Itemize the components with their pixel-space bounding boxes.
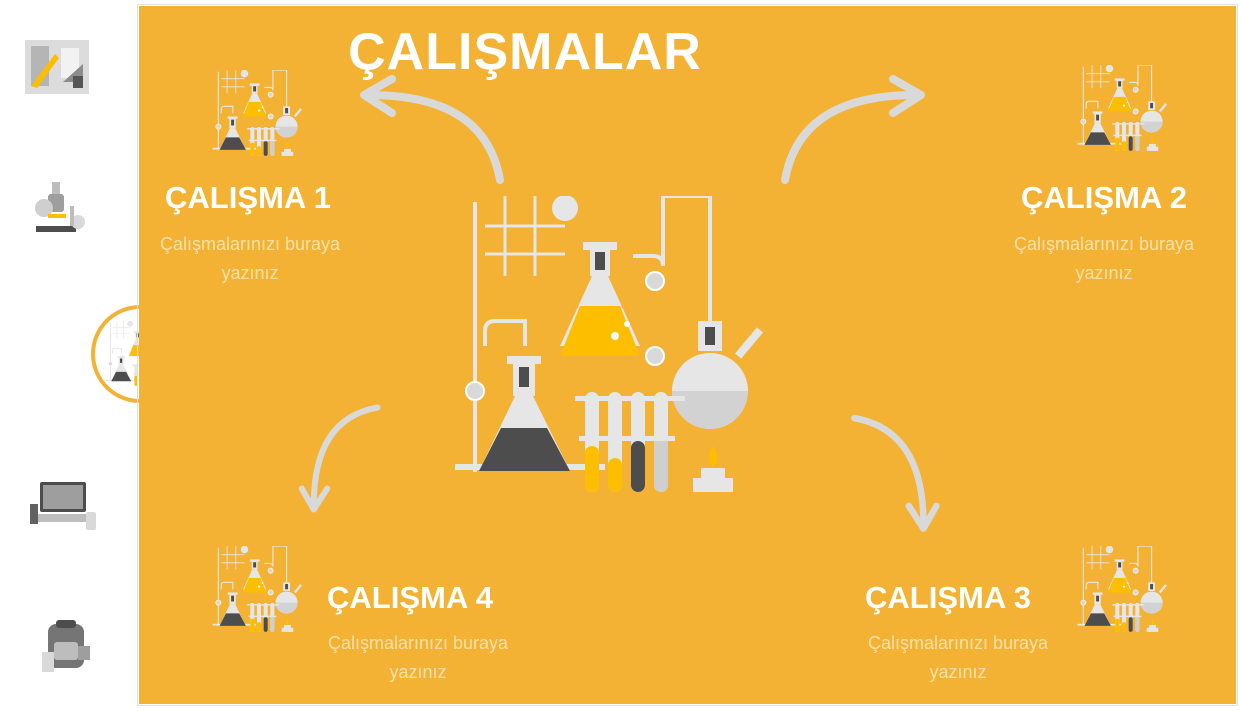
calisma-4-desc-line2: yazınız bbox=[389, 662, 447, 682]
arrow-to-calisma-4 bbox=[285, 400, 395, 520]
thumbnail-5[interactable] bbox=[38, 618, 94, 676]
calisma-2-desc-line2: yazınız bbox=[1075, 263, 1133, 283]
calisma-3-title: ÇALIŞMA 3 bbox=[865, 580, 1031, 615]
lab-icon-4 bbox=[211, 546, 307, 636]
calisma-1-title: ÇALIŞMA 1 bbox=[165, 180, 331, 215]
slide-canvas bbox=[139, 6, 1236, 704]
arrow-to-calisma-3 bbox=[840, 410, 950, 540]
laptop-icon bbox=[30, 482, 96, 530]
slide-title: ÇALIŞMALAR bbox=[348, 23, 702, 81]
drafting-tools-icon bbox=[25, 40, 89, 94]
backpack-icon bbox=[42, 620, 90, 672]
thumbnail-2[interactable] bbox=[28, 178, 92, 238]
calisma-3-description: Çalışmalarınızı buraya yazınız bbox=[838, 629, 1078, 687]
lab-icon-1 bbox=[211, 70, 307, 160]
lab-icon-2 bbox=[1076, 65, 1172, 155]
calisma-4-title: ÇALIŞMA 4 bbox=[327, 580, 493, 615]
calisma-3-desc-line1: Çalışmalarınızı buraya bbox=[867, 633, 1049, 653]
thumbnail-1[interactable] bbox=[25, 40, 89, 94]
central-lab-illustration bbox=[455, 196, 775, 506]
calisma-4-desc-line1: Çalışmalarınızı buraya bbox=[327, 633, 509, 653]
calisma-2-desc-line1: Çalışmalarınızı buraya bbox=[1013, 234, 1195, 254]
calisma-2-description: Çalışmalarınızı buraya yazınız bbox=[984, 230, 1224, 288]
calisma-1-desc-line2: yazınız bbox=[221, 263, 279, 283]
calisma-1-description: Çalışmalarınızı buraya yazınız bbox=[130, 230, 370, 288]
calisma-1-desc-line1: Çalışmalarınızı buraya bbox=[159, 234, 341, 254]
arrow-to-calisma-1 bbox=[350, 75, 510, 185]
calisma-3-desc-line2: yazınız bbox=[929, 662, 987, 682]
slide-thumbnail-panel bbox=[0, 0, 189, 711]
microscope-icon bbox=[35, 182, 85, 232]
calisma-2-title: ÇALIŞMA 2 bbox=[1021, 180, 1187, 215]
arrow-to-calisma-2 bbox=[775, 75, 935, 185]
lab-icon-3 bbox=[1076, 546, 1172, 636]
calisma-4-description: Çalışmalarınızı buraya yazınız bbox=[298, 629, 538, 687]
thumbnail-4[interactable] bbox=[28, 478, 100, 534]
